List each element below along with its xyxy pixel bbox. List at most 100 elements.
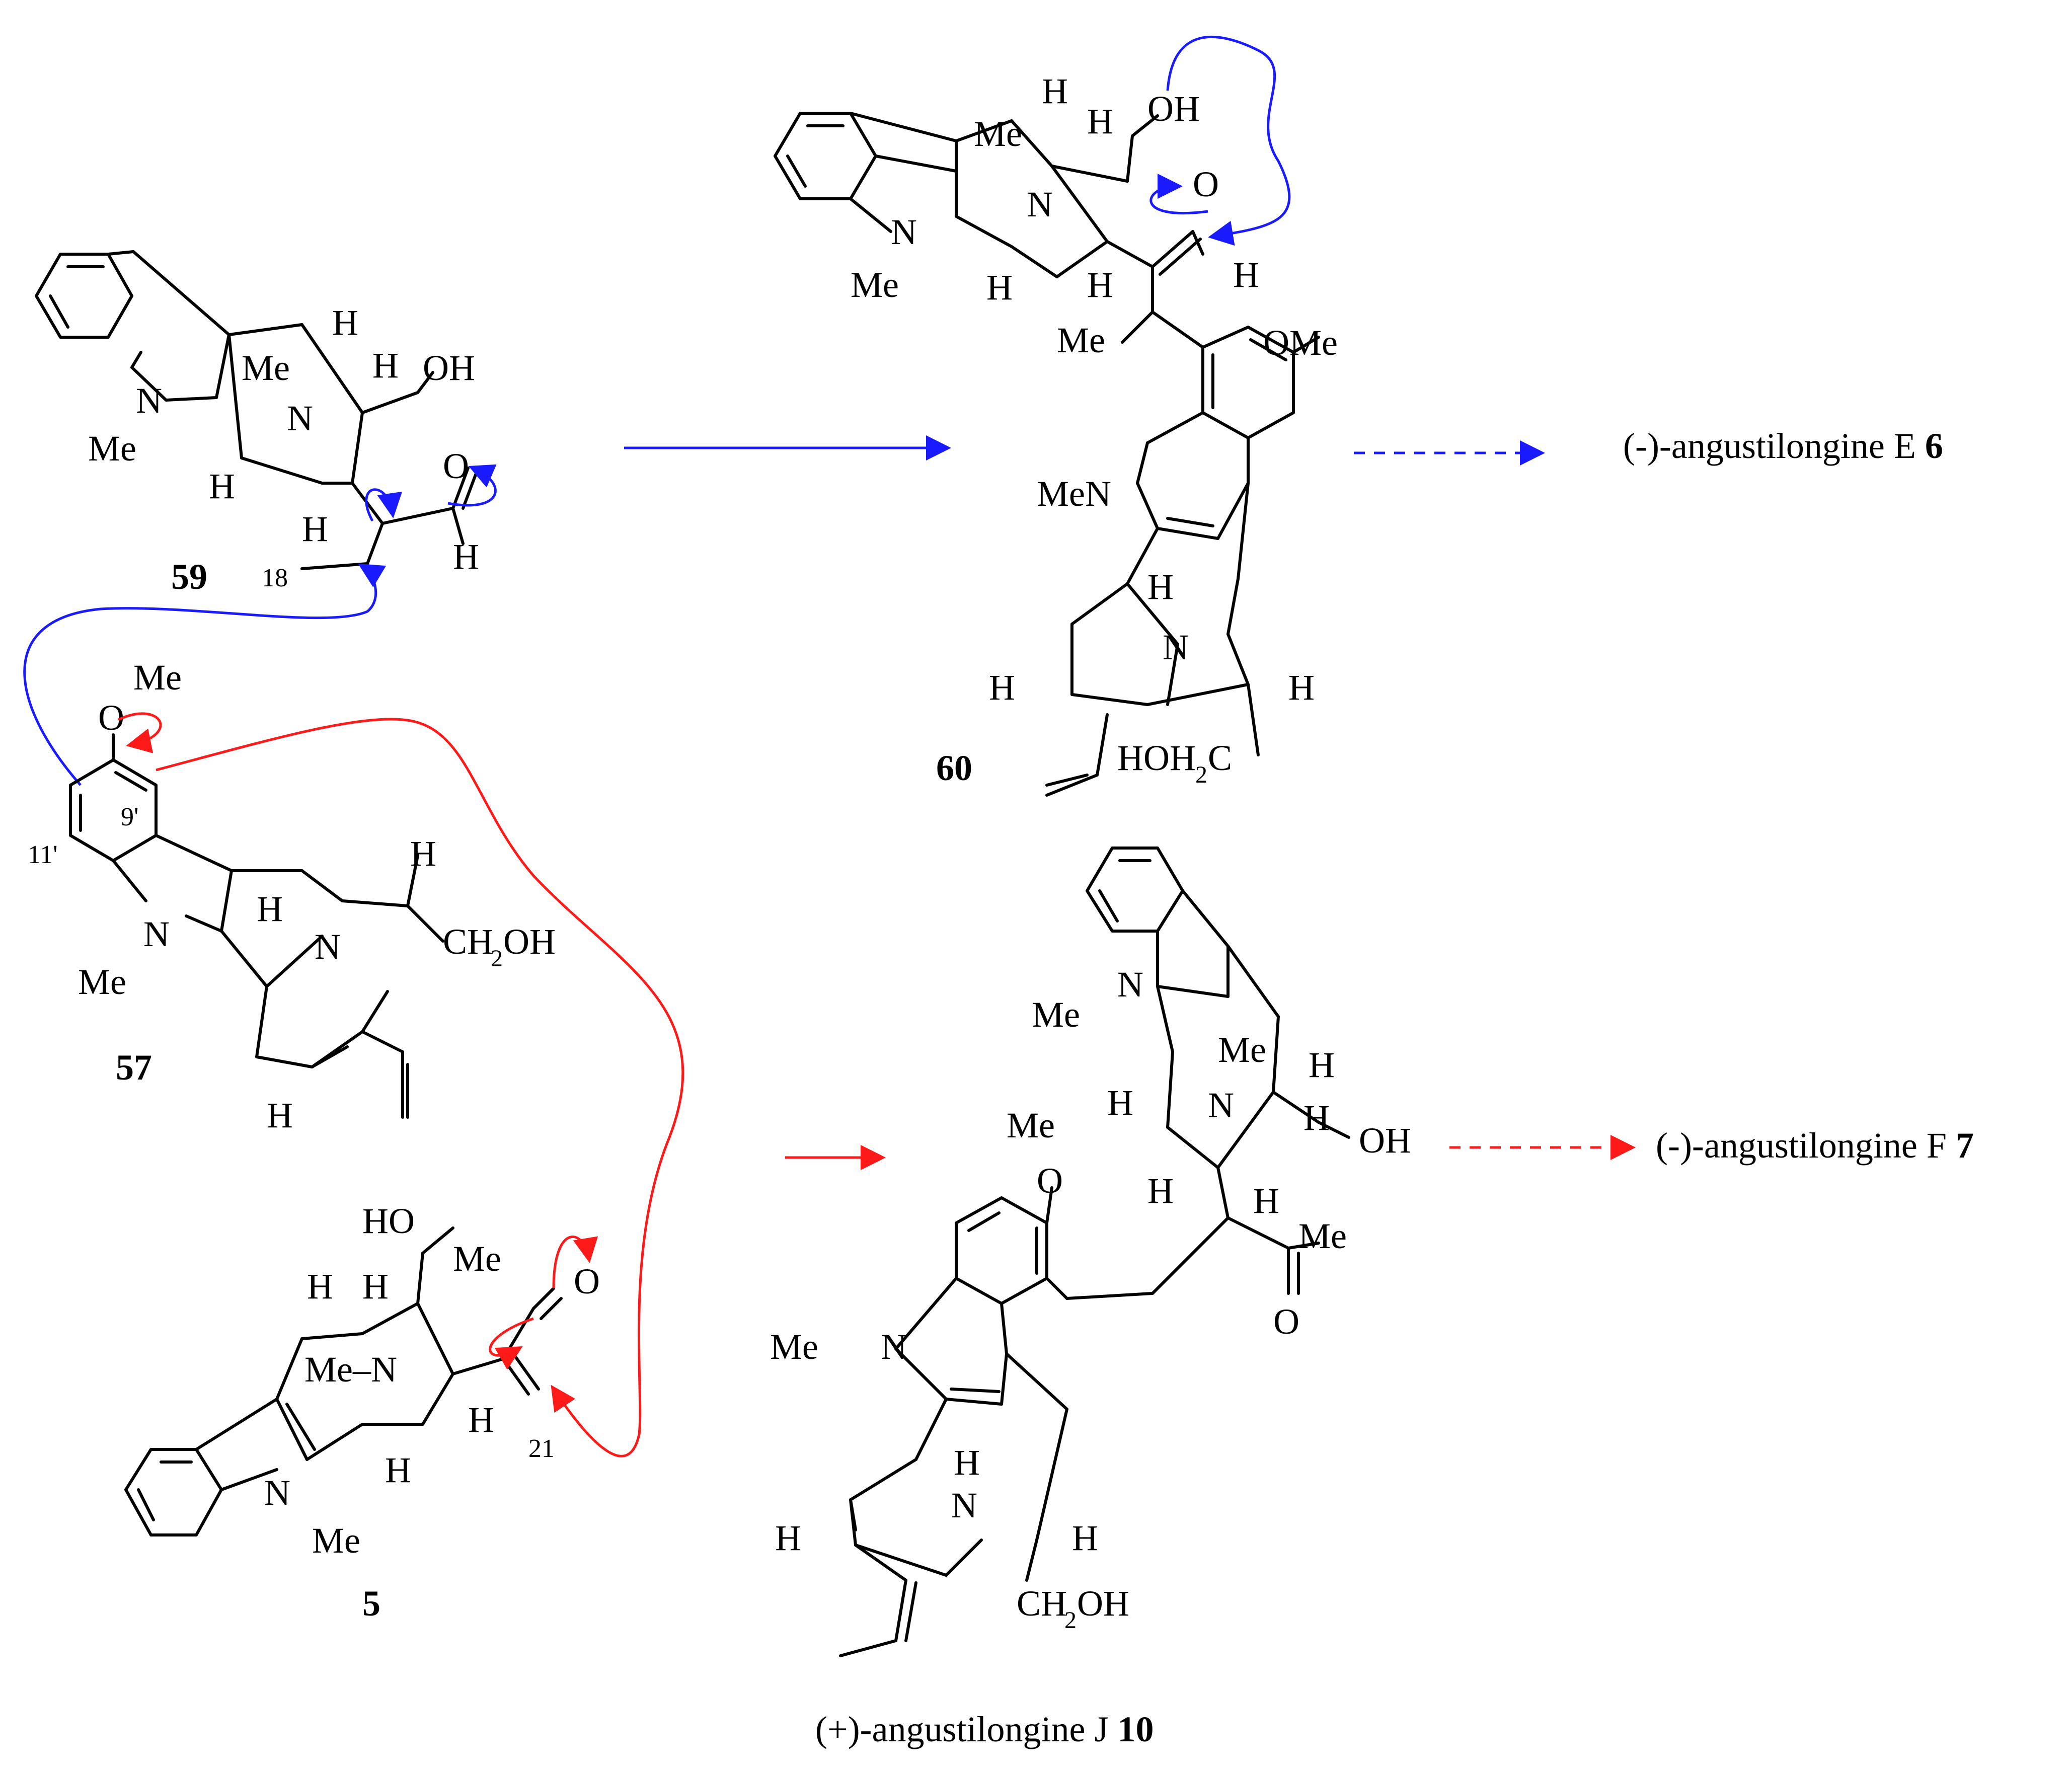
- atom-n: N: [143, 914, 170, 954]
- atom-me: Me: [1057, 320, 1105, 360]
- atom-oh: OH: [423, 348, 475, 388]
- atom-h: H: [1072, 1518, 1098, 1558]
- atom-h: H: [453, 536, 479, 577]
- atom-n: N: [951, 1485, 977, 1525]
- atom-n: N: [881, 1327, 907, 1367]
- atom-h: H: [267, 1095, 293, 1135]
- blue-arrow-60-carbonyl: [1149, 174, 1208, 215]
- atom-o: O: [443, 446, 469, 486]
- atom-me: Me: [78, 962, 126, 1002]
- atom-me: Me: [1298, 1216, 1347, 1256]
- atom-me: Me: [312, 1520, 360, 1561]
- atom-ch2oh-sub: 2: [491, 945, 503, 972]
- atom-hoh2c-sub: 2: [1195, 761, 1207, 788]
- compound-10-structure: [839, 847, 1350, 1657]
- compound-number-60: 60: [936, 748, 972, 788]
- compound-number-59: 59: [171, 557, 207, 597]
- atom-n: N: [1027, 184, 1053, 224]
- atom-me-n: Me–N: [304, 1349, 397, 1390]
- atom-n: N: [315, 927, 341, 967]
- atom-n: N: [1163, 627, 1189, 667]
- atom-h: H: [1233, 255, 1259, 295]
- atom-h: H: [302, 509, 328, 549]
- atom-me: Me: [851, 265, 899, 305]
- atom-h: H: [989, 667, 1015, 708]
- compound-59-structure: [35, 250, 480, 570]
- atom-n: N: [1208, 1085, 1234, 1125]
- atom-ch2oh-ch: CH: [1017, 1583, 1067, 1624]
- atom-ome: OMe: [1263, 323, 1338, 363]
- atom-h: H: [372, 345, 399, 386]
- atom-o: O: [574, 1261, 600, 1301]
- atom-o: O: [1273, 1301, 1299, 1342]
- atom-hoh2c-c: C: [1208, 738, 1232, 778]
- atom-h: H: [332, 302, 358, 343]
- atom-me: Me: [974, 114, 1022, 154]
- blue-arrow-59-enal: [365, 488, 403, 522]
- product-label-f7: (-)-angustilongine F 7: [1656, 1125, 1974, 1166]
- atom-me: Me: [453, 1239, 501, 1279]
- compound-57-structure: [69, 733, 444, 1119]
- blue-coupling-curve: [23, 563, 387, 786]
- atom-h: H: [1147, 567, 1174, 607]
- blue-arrow-59-carbonyl: [447, 464, 497, 507]
- atom-ch2oh-sub: 2: [1064, 1607, 1077, 1634]
- atom-h: H: [986, 267, 1013, 308]
- atom-n: N: [287, 398, 313, 438]
- atom-number-21: 21: [528, 1434, 555, 1463]
- atom-n: N: [1117, 964, 1143, 1005]
- atom-h: H: [410, 833, 436, 874]
- atom-h: H: [362, 1266, 389, 1306]
- red-arrow-5-enone: [489, 1317, 534, 1370]
- atom-n: N: [136, 380, 162, 421]
- atom-number-18: 18: [262, 564, 288, 592]
- atom-h: H: [1253, 1181, 1279, 1221]
- atom-h: H: [1042, 71, 1068, 111]
- atom-h: H: [468, 1400, 494, 1440]
- atom-me: Me: [133, 657, 182, 698]
- atom-h: H: [954, 1442, 980, 1483]
- compound-label-10: (+)-angustilongine J 10: [815, 1709, 1154, 1749]
- atom-h: H: [775, 1518, 801, 1558]
- atom-h: H: [209, 466, 235, 506]
- atom-o: O: [1037, 1161, 1063, 1201]
- atom-me: Me: [88, 428, 136, 469]
- atom-hoh2c-hoh: HOH: [1117, 738, 1196, 778]
- red-arrow-57-methoxy: [117, 712, 162, 753]
- atom-n: N: [264, 1473, 290, 1513]
- compound-number-5: 5: [362, 1583, 380, 1624]
- atom-h: H: [257, 889, 283, 929]
- atom-me: Me: [242, 348, 290, 388]
- atom-oh: OH: [1359, 1120, 1411, 1161]
- atom-oh: OH: [1147, 89, 1200, 129]
- atom-h: H: [385, 1450, 411, 1490]
- atom-number-9p: 9': [121, 803, 138, 831]
- atom-h: H: [1107, 1083, 1133, 1123]
- atom-me: Me: [770, 1327, 818, 1367]
- atom-o: O: [1193, 164, 1219, 204]
- compound-number-57: 57: [116, 1047, 152, 1088]
- atom-me: Me: [1218, 1030, 1266, 1070]
- atom-ch2oh-ch: CH: [443, 921, 493, 962]
- atom-h: H: [1303, 1098, 1330, 1138]
- atom-men: MeN: [1037, 474, 1111, 514]
- atom-h: H: [1309, 1045, 1335, 1085]
- atom-h: H: [1288, 667, 1315, 708]
- red-arrow-5-carbonyl: [552, 1236, 598, 1289]
- atom-h: H: [1087, 265, 1113, 305]
- atom-h: H: [307, 1266, 333, 1306]
- compound-60-structure: [774, 112, 1320, 797]
- atom-me: Me: [1007, 1105, 1055, 1145]
- atom-ho: HO: [362, 1201, 415, 1241]
- atom-ch2oh-oh: OH: [503, 921, 556, 962]
- red-coupling-curve: [156, 718, 684, 1457]
- atom-ch2oh-oh: OH: [1077, 1583, 1129, 1624]
- blue-arrow-60-aldehyde: [1166, 35, 1291, 246]
- atom-h: H: [1087, 101, 1113, 141]
- product-label-e6: (-)-angustilongine E 6: [1623, 426, 1943, 466]
- atom-number-11p: 11': [28, 840, 57, 869]
- atom-me: Me: [1032, 994, 1080, 1035]
- atom-n: N: [891, 212, 917, 252]
- atom-h: H: [1147, 1171, 1174, 1211]
